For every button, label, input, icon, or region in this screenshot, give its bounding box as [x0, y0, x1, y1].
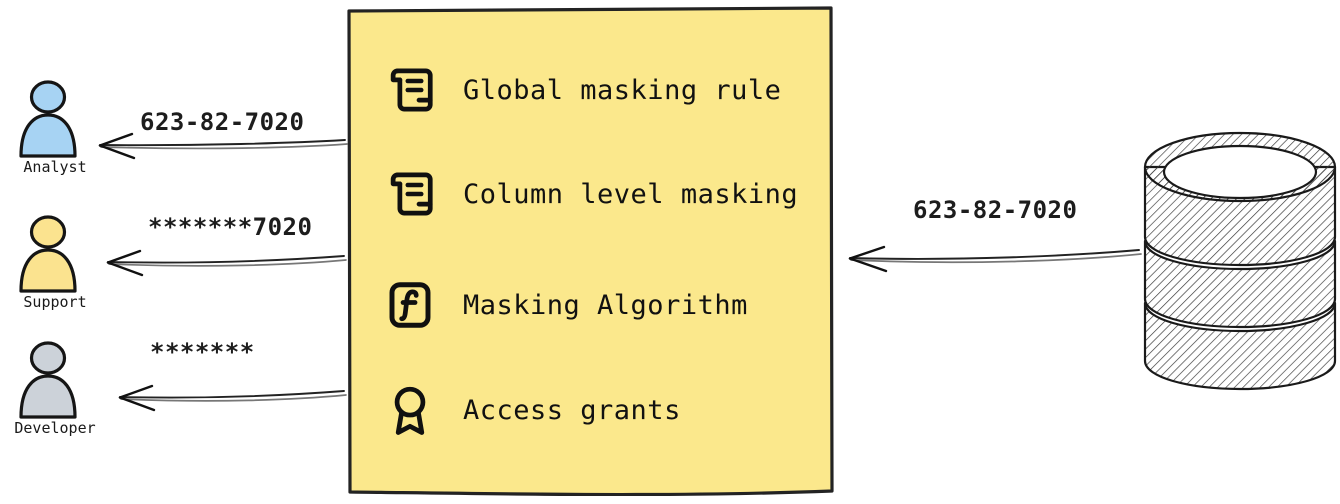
policy-item-column-level-masking[interactable]: Column level masking — [383, 167, 798, 221]
actor-label: Analyst — [23, 158, 87, 176]
arrow-card-to-analyst — [98, 132, 348, 160]
scroll-icon — [390, 172, 433, 216]
flow-label-developer: ******* — [150, 338, 255, 366]
database-cylinder[interactable] — [1140, 125, 1340, 400]
function-icon — [389, 282, 431, 328]
actor-label: Developer — [14, 419, 96, 437]
arrow-database-to-card — [848, 245, 1142, 273]
arrow-card-to-developer — [118, 384, 347, 412]
policy-item-access-grants[interactable]: Access grants — [383, 383, 681, 437]
actor-analyst[interactable]: Analyst — [0, 78, 110, 176]
policy-item-masking-algorithm[interactable]: Masking Algorithm — [383, 278, 748, 332]
flow-label-database: 623-82-7020 — [913, 196, 1078, 224]
policy-item-label: Access grants — [463, 394, 681, 426]
policy-item-label: Masking Algorithm — [463, 289, 748, 321]
arrow-card-to-support — [106, 249, 347, 277]
actor-support[interactable]: Support — [0, 213, 110, 311]
policy-item-list: Global masking rule Column level masking — [345, 5, 835, 496]
database-cylinder-icon — [1143, 131, 1337, 391]
policy-item-label: Column level masking — [463, 178, 799, 210]
policy-item-global-masking-rule[interactable]: Global masking rule — [383, 63, 781, 117]
scroll-icon — [390, 68, 433, 112]
award-ribbon-icon — [394, 386, 426, 435]
user-icon — [19, 80, 77, 158]
user-icon — [19, 341, 77, 419]
flow-label-analyst: 623-82-7020 — [140, 108, 305, 136]
actor-developer[interactable]: Developer — [0, 339, 110, 437]
policy-item-label: Global masking rule — [463, 74, 782, 106]
policy-card[interactable]: Global masking rule Column level masking — [345, 5, 835, 496]
user-icon — [19, 215, 77, 293]
policy-card-background — [347, 6, 834, 496]
actor-label: Support — [23, 293, 87, 311]
flow-label-support: *******7020 — [148, 213, 313, 241]
